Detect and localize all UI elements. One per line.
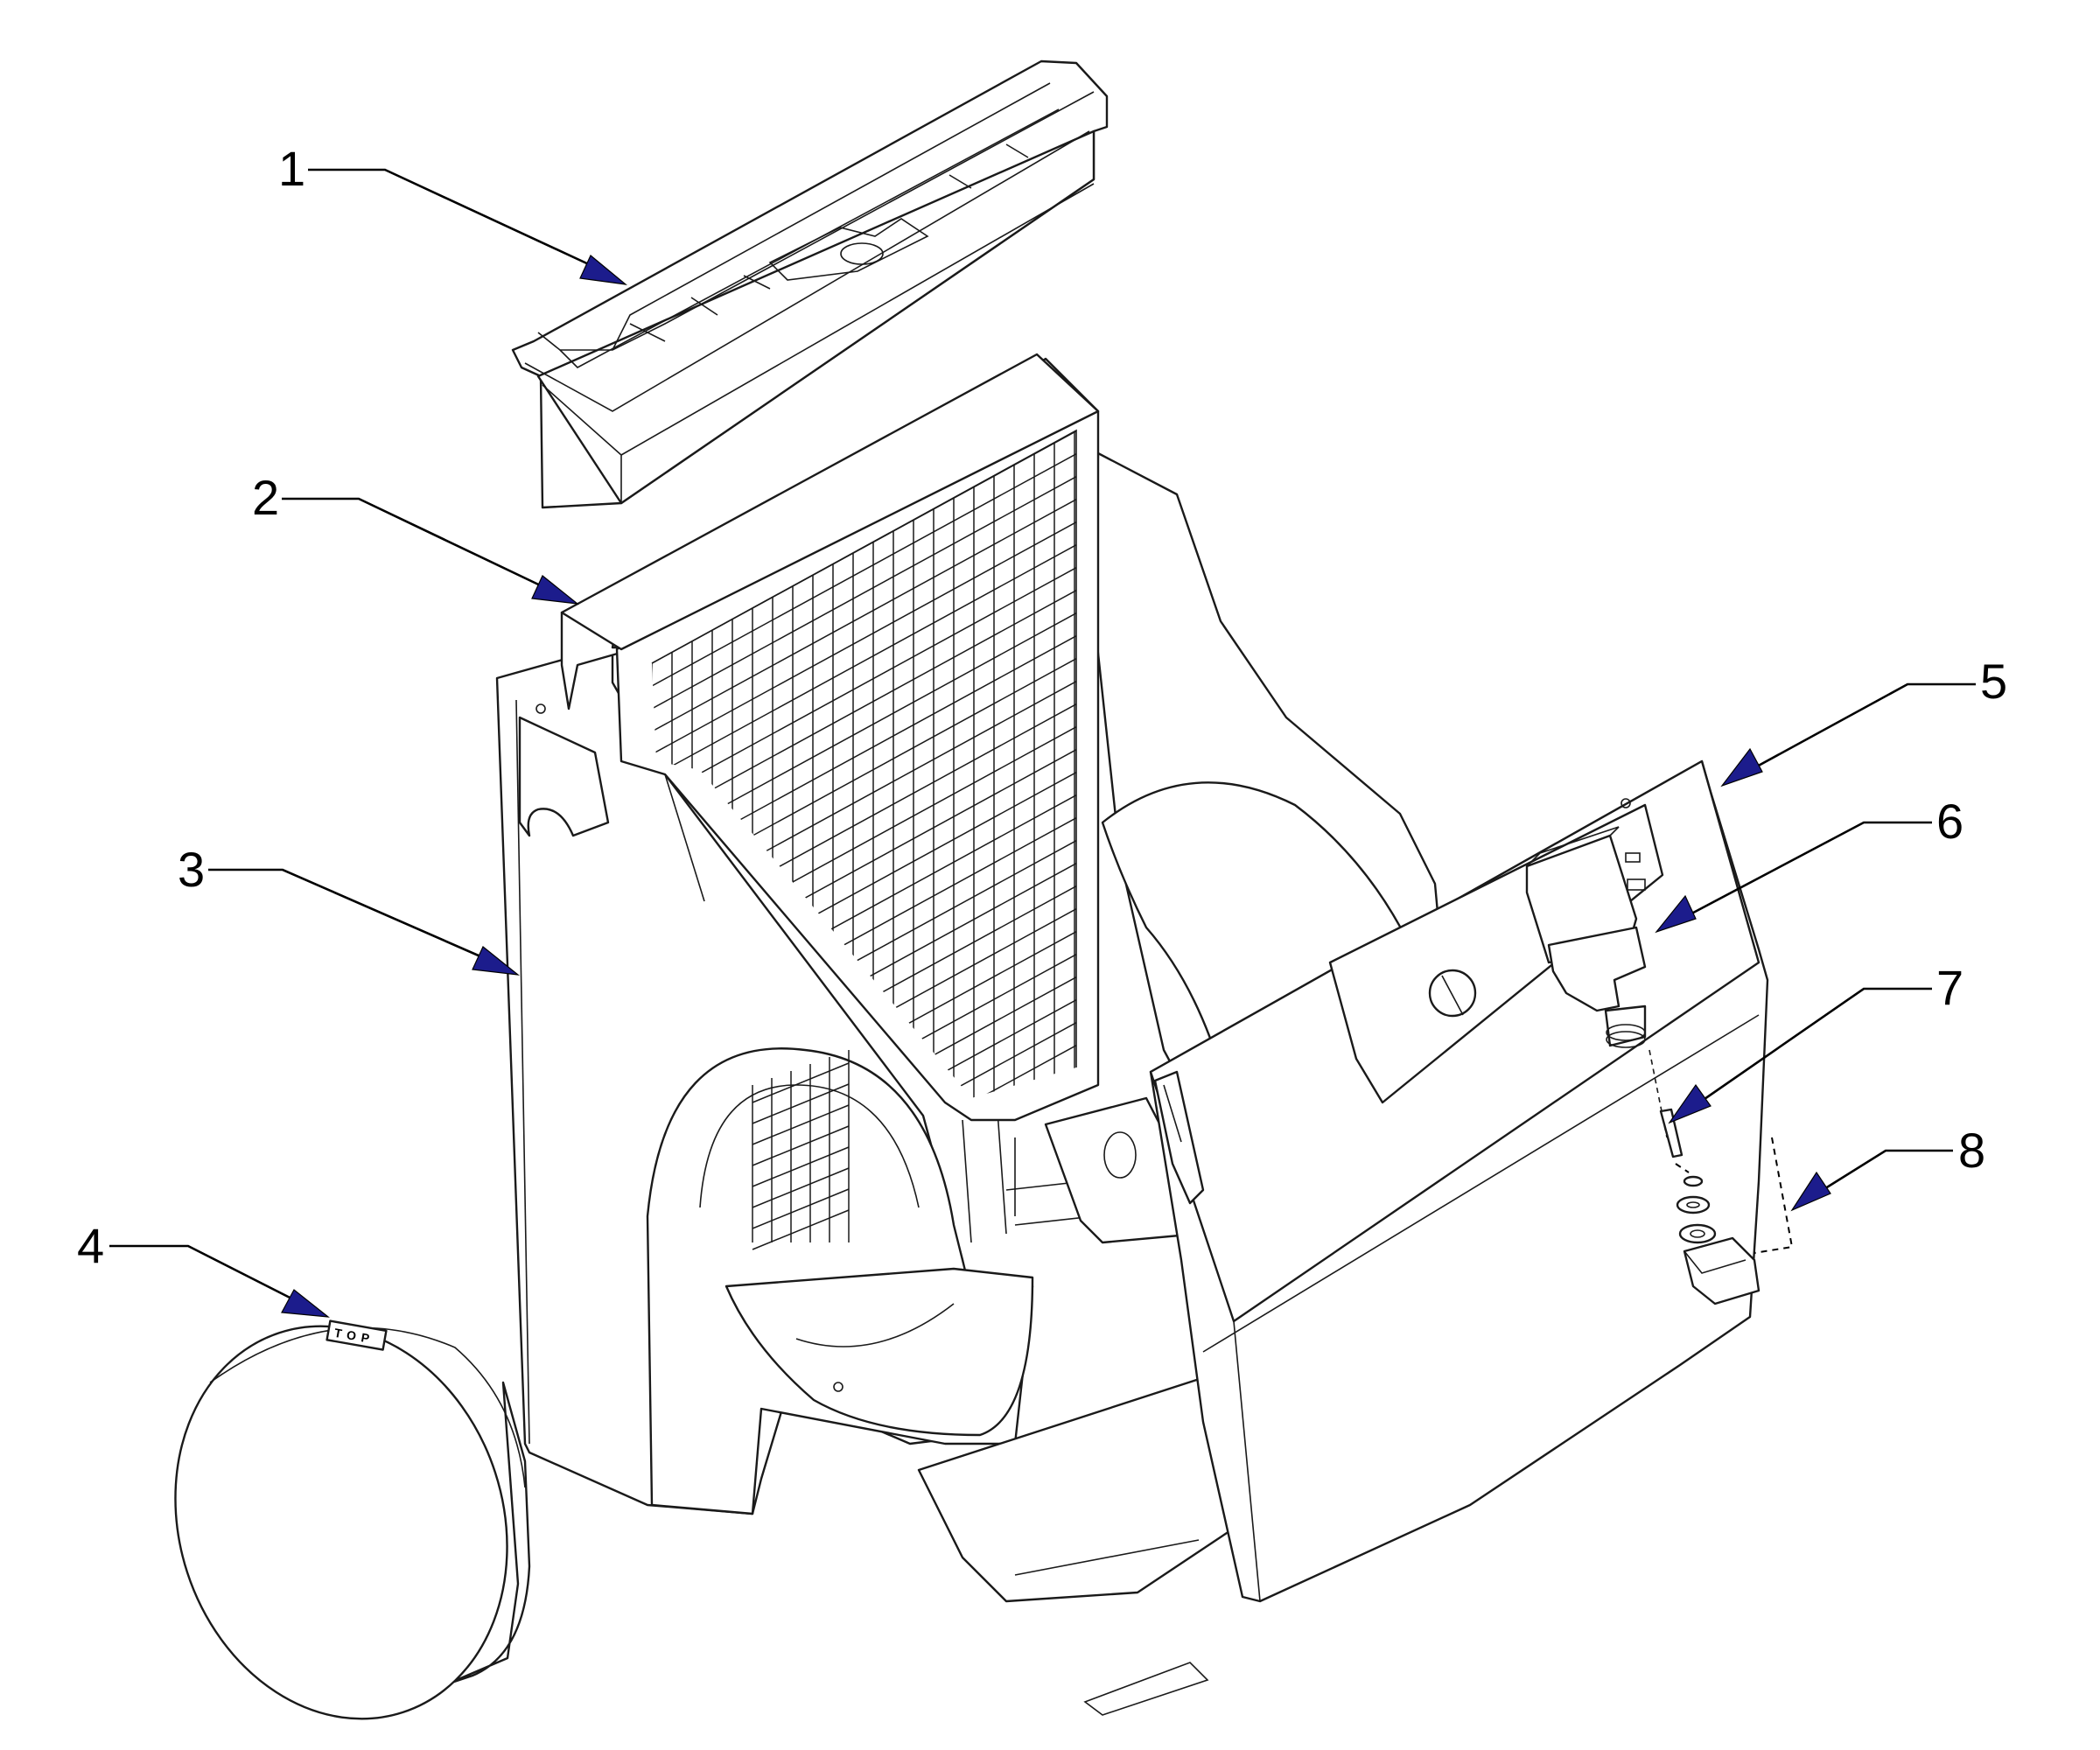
callout-1: 1 bbox=[278, 141, 628, 285]
mesh-line bbox=[652, 542, 1076, 778]
mesh-line bbox=[652, 0, 1081, 4]
callout-5: 5 bbox=[1720, 654, 2007, 788]
mesh-line bbox=[652, 1042, 1076, 1098]
callout-4: 4 bbox=[77, 1218, 330, 1318]
mesh-line bbox=[752, 1146, 850, 1187]
callout-4-label: 4 bbox=[77, 1218, 104, 1273]
part-8-fitting-kit bbox=[1675, 1137, 1794, 1306]
callout-2-label: 2 bbox=[252, 470, 279, 525]
callout-2: 2 bbox=[252, 470, 580, 605]
part-7-pin bbox=[1648, 1049, 1684, 1158]
mesh-line bbox=[652, 564, 1076, 801]
mesh-line bbox=[652, 997, 1076, 1098]
mesh-line bbox=[652, 473, 1076, 710]
mesh-line bbox=[652, 1019, 1076, 1098]
mesh-line bbox=[652, 0, 1081, 49]
callout-8-label: 8 bbox=[1958, 1123, 1985, 1178]
callout-1-label: 1 bbox=[278, 141, 305, 196]
mesh-line bbox=[752, 1083, 850, 1124]
mesh-line bbox=[652, 0, 1081, 26]
mesh-line bbox=[752, 1104, 850, 1145]
mesh-line bbox=[752, 1062, 850, 1103]
mesh-line bbox=[652, 496, 1076, 732]
part-4-round-cover: TOP bbox=[174, 1320, 531, 1720]
callout-3: 3 bbox=[178, 842, 521, 976]
mesh-line bbox=[752, 1188, 850, 1229]
mesh-line bbox=[652, 519, 1076, 755]
filter-mesh-lower bbox=[752, 1050, 850, 1250]
callout-6: 6 bbox=[1655, 794, 1964, 934]
callout-6-label: 6 bbox=[1936, 794, 1964, 849]
mesh-line bbox=[752, 1167, 850, 1208]
top-stamp-text: TOP bbox=[333, 1326, 376, 1347]
mesh-line bbox=[752, 1209, 850, 1250]
mesh-line bbox=[652, 451, 1076, 687]
callout-7: 7 bbox=[1668, 960, 1964, 1124]
callout-5-label: 5 bbox=[1980, 654, 2007, 709]
callout-8: 8 bbox=[1790, 1123, 1985, 1212]
callout-7-label: 7 bbox=[1936, 960, 1964, 1015]
top-stamp bbox=[326, 1320, 388, 1351]
mesh-line bbox=[652, 587, 1076, 823]
callouts: 1 2 3 4 5 6 bbox=[77, 141, 2007, 1318]
mesh-line bbox=[752, 1125, 850, 1166]
callout-3-label: 3 bbox=[178, 842, 205, 897]
part-1-trough bbox=[511, 60, 1109, 509]
mesh-line bbox=[652, 0, 1081, 72]
part-6-valve bbox=[1525, 826, 1647, 1048]
